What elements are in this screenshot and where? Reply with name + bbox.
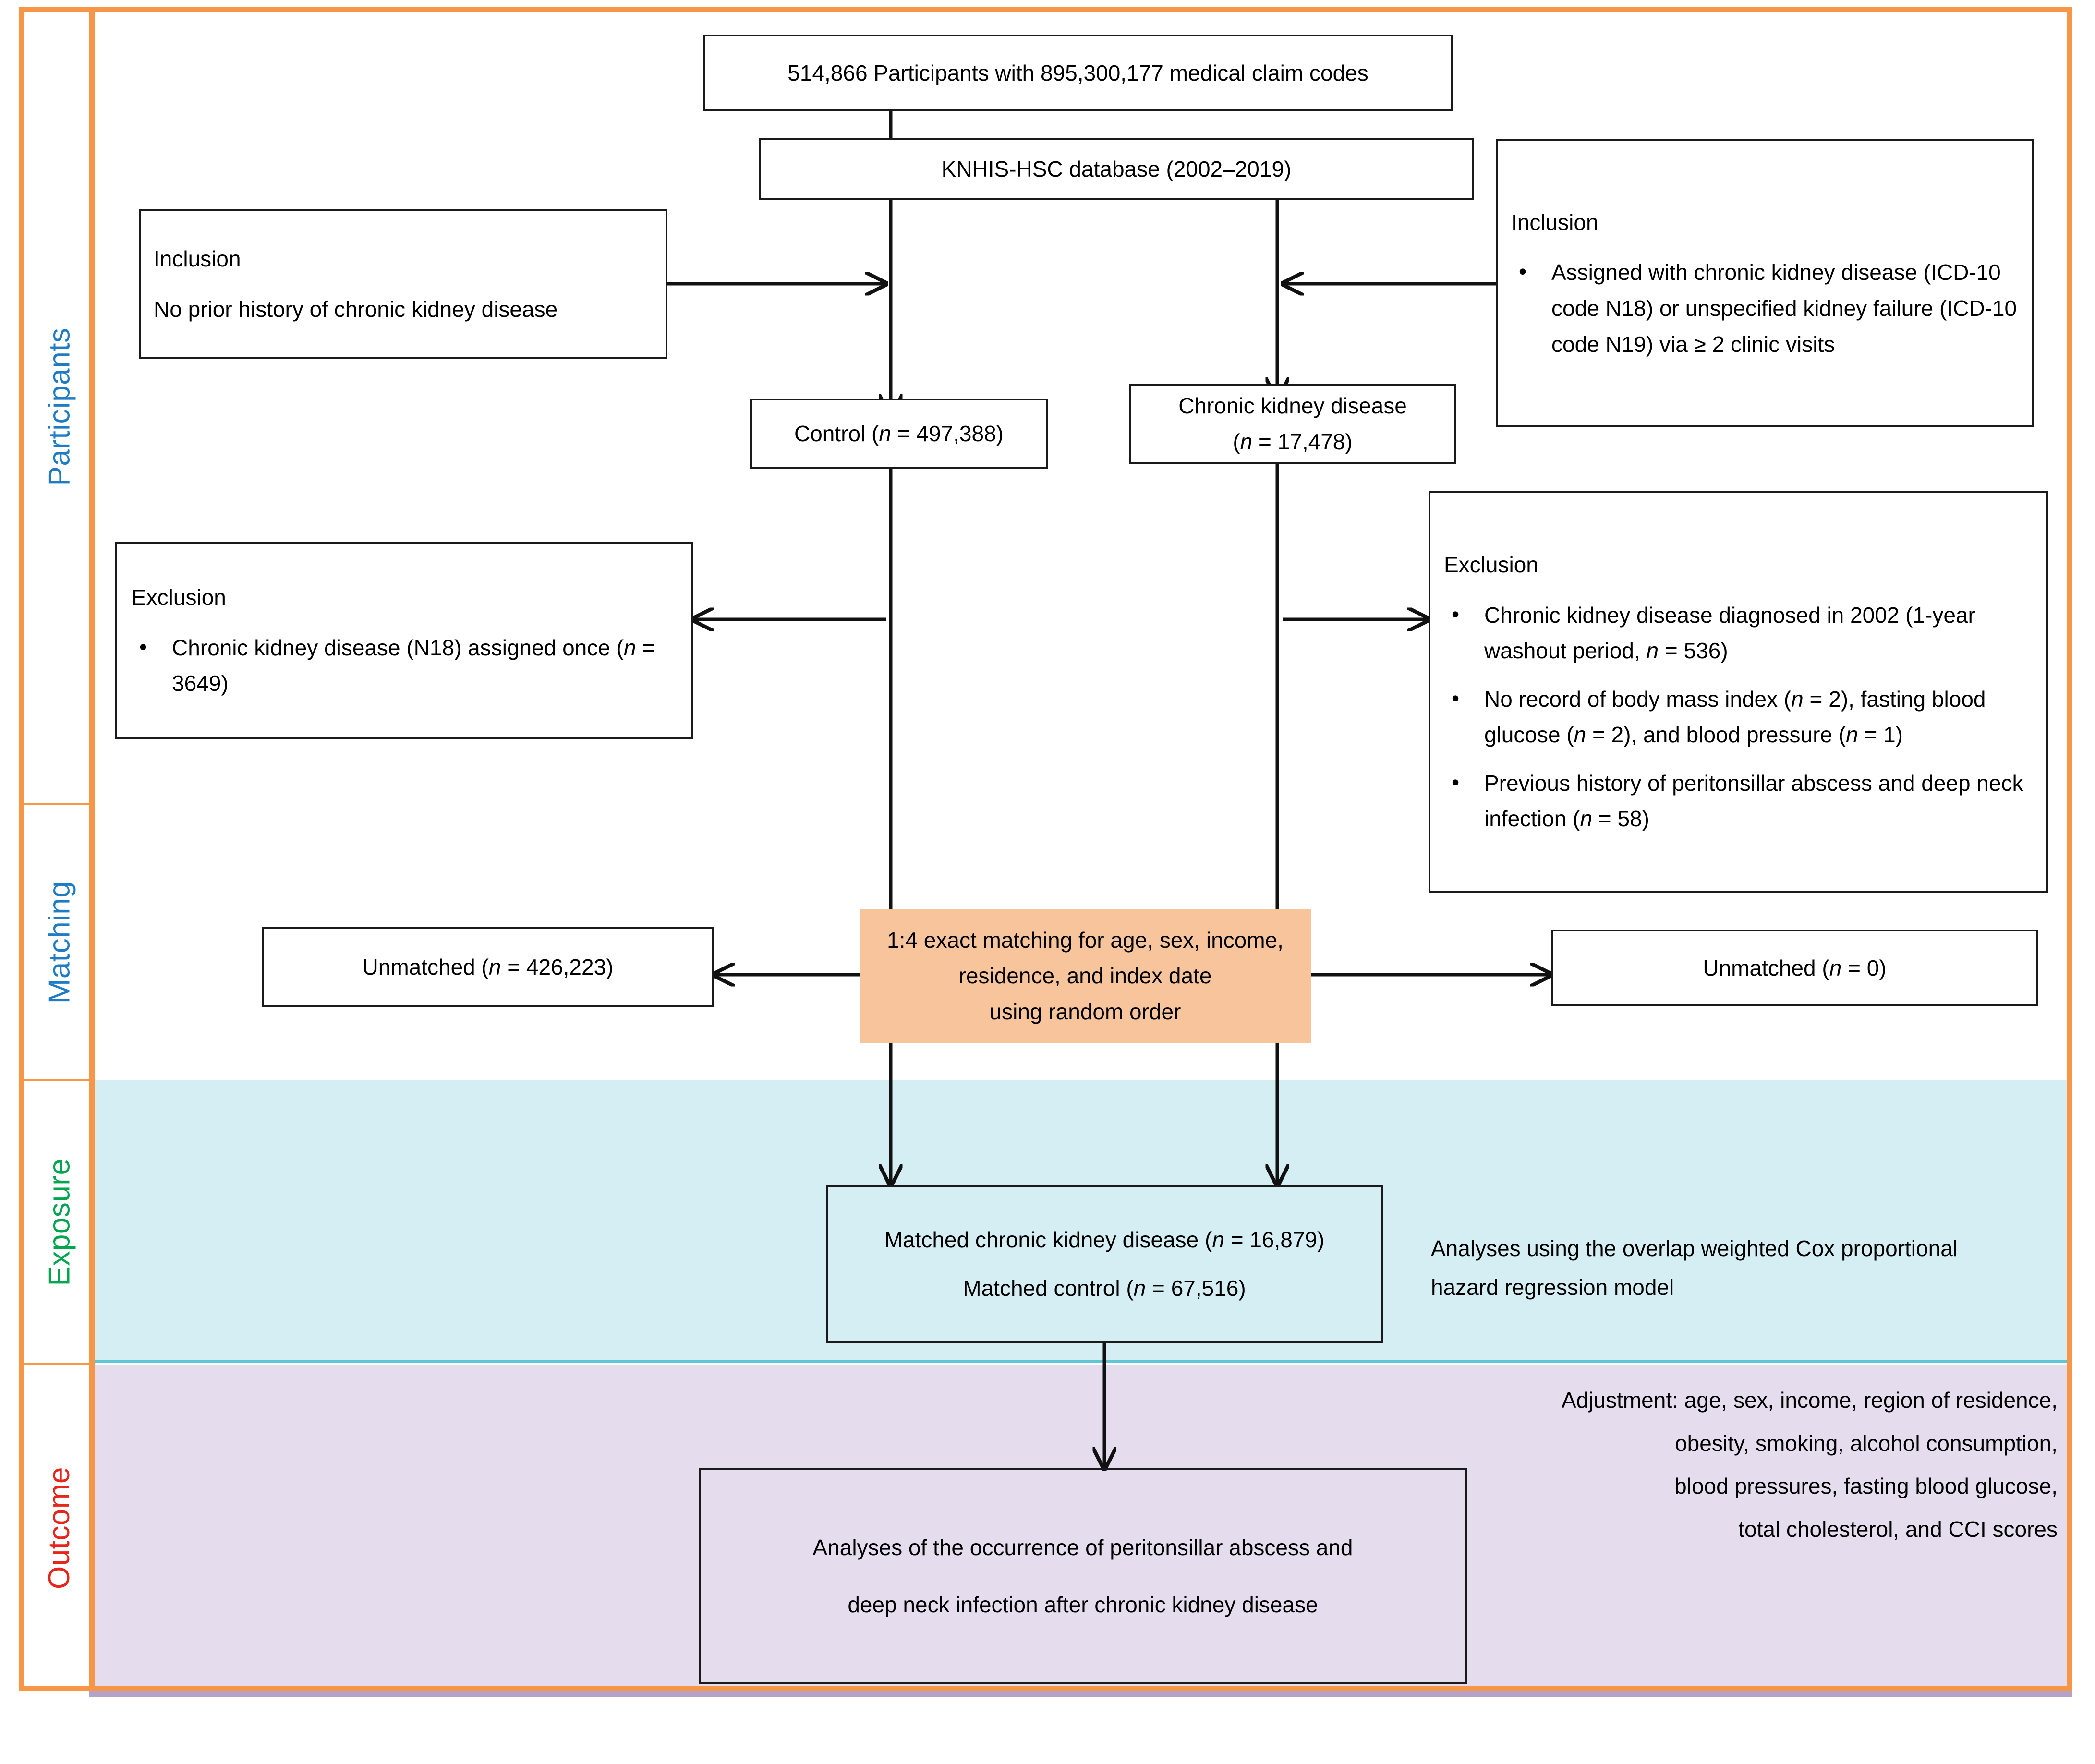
node-outcome-analysis: Analyses of the occurrence of peritonsil… [699, 1468, 1467, 1684]
exclusion-right-header: Exclusion [1444, 552, 1538, 578]
node-matched-cohort: Matched chronic kidney disease (n = 16,8… [826, 1185, 1383, 1343]
node-database-text: KNHIS-HSC database (2002–2019) [941, 156, 1292, 181]
matching-line-2: residence, and index date [958, 963, 1212, 989]
analysis-note-line1: Analyses using the overlap weighted Cox … [1431, 1236, 1958, 1261]
node-exclusion-right: Exclusion Chronic kidney disease diagnos… [1429, 491, 2048, 893]
node-control-text: Control (n = 497,388) [794, 421, 1004, 446]
outcome-line1: Analyses of the occurrence of peritonsil… [812, 1535, 1353, 1560]
adjustment-line4: total cholesterol, and CCI scores [1738, 1517, 2058, 1542]
rail-label-outcome-text: Outcome [43, 1466, 76, 1590]
rail-label-exposure: Exposure [24, 1081, 95, 1363]
inclusion-right-bullet: Assigned with chronic kidney disease (IC… [1511, 254, 2018, 362]
node-exclusion-left: Exclusion Chronic kidney disease (N18) a… [115, 542, 693, 739]
node-control: Control (n = 497,388) [750, 399, 1048, 469]
rail-separator-exposure [24, 1079, 95, 1081]
inclusion-left-header: Inclusion [154, 246, 241, 272]
rail-label-outcome: Outcome [24, 1365, 95, 1691]
node-ckd-line1: Chronic kidney disease [1178, 393, 1407, 419]
matching-line-3: using random order [989, 999, 1181, 1024]
matched-line2: Matched control (n = 67,516) [963, 1276, 1246, 1301]
matched-line1: Matched chronic kidney disease (n = 16,8… [884, 1227, 1325, 1253]
rail-separator-matching [24, 803, 95, 805]
adjustment-line3: blood pressures, fasting blood glucose, [1674, 1474, 2058, 1499]
exclusion-right-bullet: Chronic kidney disease diagnosed in 2002… [1444, 596, 2033, 669]
inclusion-right-header: Inclusion [1511, 209, 1598, 235]
node-unmatched-control: Unmatched (n = 426,223) [262, 927, 714, 1007]
exclusion-left-bullets: Chronic kidney disease (N18) assigned on… [132, 629, 677, 701]
rail-label-matching: Matching [24, 805, 95, 1079]
adjustment-line1: Adjustment: age, sex, income, region of … [1561, 1388, 2058, 1413]
inclusion-left-body: No prior history of chronic kidney disea… [154, 297, 558, 322]
rail-label-exposure-text: Exposure [43, 1158, 76, 1286]
node-inclusion-right: Inclusion Assigned with chronic kidney d… [1496, 139, 2034, 427]
exclusion-right-bullet: Previous history of peritonsillar absces… [1444, 764, 2033, 837]
unmatched-left-text: Unmatched (n = 426,223) [362, 954, 614, 979]
adjustment-note: Adjustment: age, sex, income, region of … [1412, 1379, 2058, 1551]
node-inclusion-left: Inclusion No prior history of chronic ki… [139, 209, 667, 359]
exclusion-right-bullets: Chronic kidney disease diagnosed in 2002… [1444, 596, 2033, 837]
exclusion-left-header: Exclusion [132, 585, 226, 610]
adjustment-line2: obesity, smoking, alcohol consumption, [1675, 1430, 2058, 1456]
analysis-note: Analyses using the overlap weighted Cox … [1431, 1229, 2065, 1306]
rail-label-matching-text: Matching [43, 881, 76, 1003]
node-chronic-kidney-disease: Chronic kidney disease (n = 17,478) [1129, 384, 1456, 464]
exposure-section-background [89, 1080, 2072, 1363]
exclusion-right-bullet: No record of body mass index (n = 2), fa… [1444, 680, 2033, 753]
node-unmatched-ckd: Unmatched (n = 0) [1551, 930, 2038, 1006]
rail-label-participants: Participants [24, 10, 95, 804]
matching-line-1: 1:4 exact matching for age, sex, income, [887, 927, 1284, 953]
analysis-note-line2: hazard regression model [1431, 1274, 1674, 1300]
outcome-section-background [89, 1365, 2072, 1697]
node-ckd-line2: (n = 17,478) [1233, 429, 1353, 454]
outcome-line2: deep neck infection after chronic kidney… [848, 1592, 1318, 1617]
node-knhis-database: KNHIS-HSC database (2002–2019) [759, 138, 1474, 200]
rail-divider [89, 7, 95, 1691]
rail-label-participants-text: Participants [43, 327, 76, 486]
rail-separator-outcome [24, 1363, 95, 1365]
exclusion-left-bullet: Chronic kidney disease (N18) assigned on… [132, 629, 677, 701]
unmatched-right-text: Unmatched (n = 0) [1703, 955, 1887, 980]
node-matching-rule: 1:4 exact matching for age, sex, income,… [860, 909, 1311, 1043]
node-source-participants: 514,866 Participants with 895,300,177 me… [703, 35, 1453, 111]
node-source-text: 514,866 Participants with 895,300,177 me… [787, 60, 1368, 85]
inclusion-right-bullets: Assigned with chronic kidney disease (IC… [1511, 254, 2018, 362]
